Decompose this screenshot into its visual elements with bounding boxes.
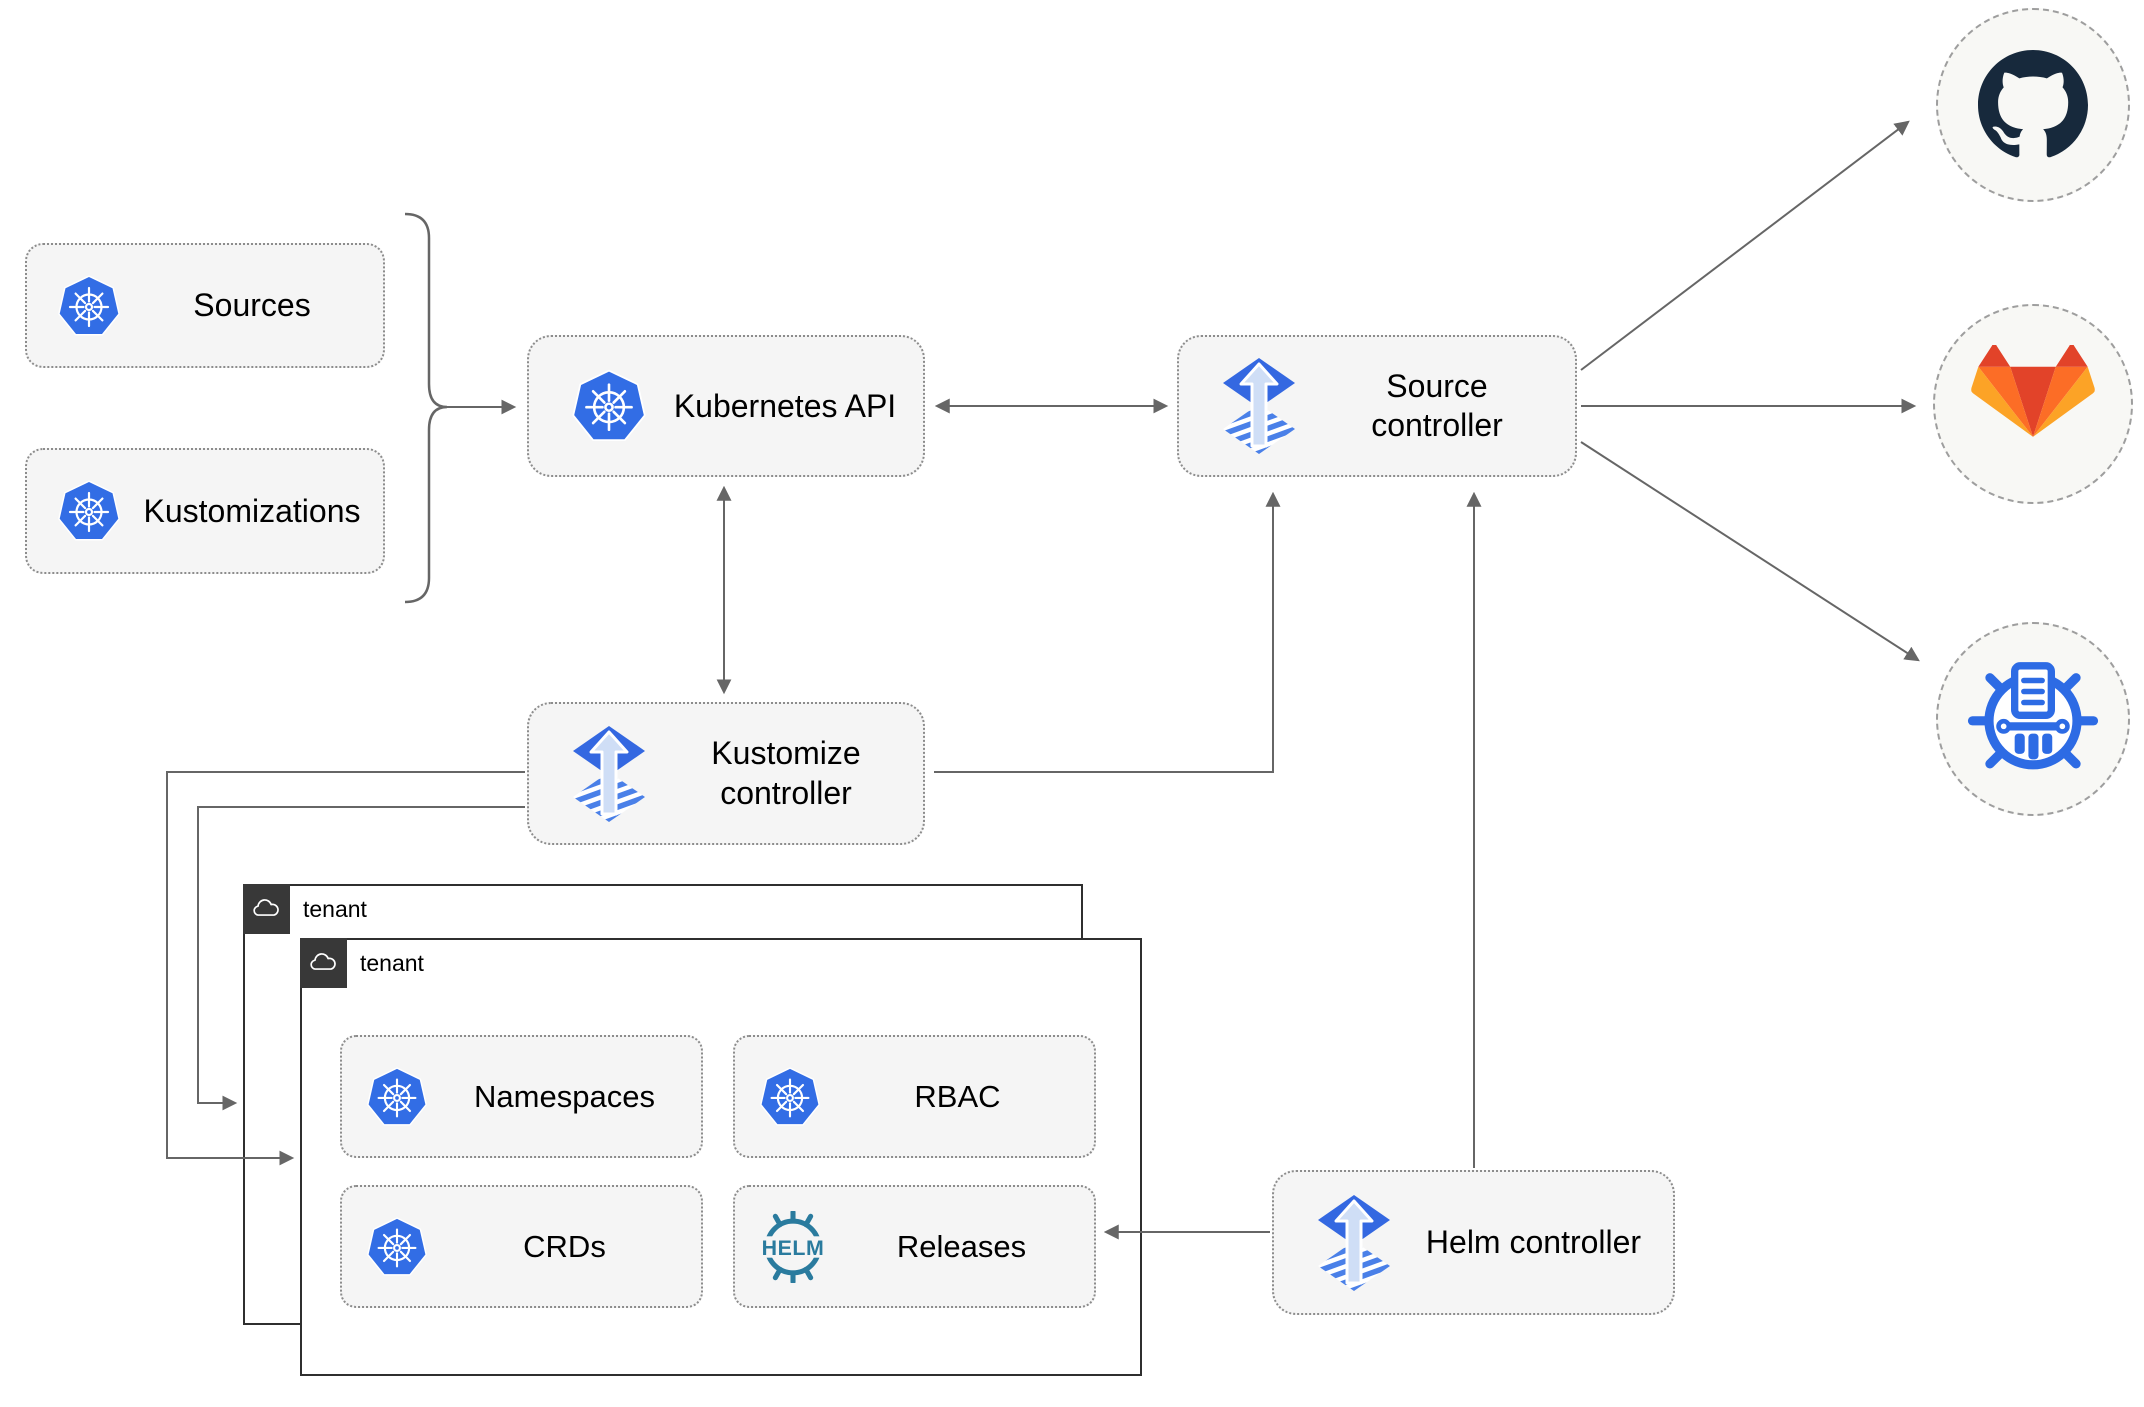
cloud-icon xyxy=(251,897,281,920)
node-releases: HELM Releases xyxy=(733,1185,1096,1308)
helm-logo-text: HELM xyxy=(762,1235,825,1259)
node-releases-label: Releases xyxy=(896,1228,1027,1264)
satellite-gitlab xyxy=(1933,304,2133,504)
node-source-controller: Source controller xyxy=(1177,335,1577,477)
node-helm-controller-text: Helm controller xyxy=(1425,1223,1642,1260)
helm-icon: HELM xyxy=(758,1210,828,1283)
node-source-controller-text: Source controller xyxy=(1371,367,1503,443)
node-helm-controller: Helm controller xyxy=(1272,1170,1675,1315)
kubernetes-icon xyxy=(57,274,121,338)
node-kustomizations: Kustomizations xyxy=(25,448,385,574)
flux-icon xyxy=(569,724,649,824)
github-octocat-icon xyxy=(1977,50,2089,160)
kubernetes-icon xyxy=(571,368,647,444)
satellite-harbor xyxy=(1936,622,2130,816)
node-source-controller-label: Source controller xyxy=(1299,367,1575,445)
kubernetes-icon xyxy=(366,1066,428,1128)
gitlab-fox-icon xyxy=(1971,345,2095,463)
cloud-tag xyxy=(299,937,347,988)
node-sources-label: Sources xyxy=(193,287,311,323)
node-kustomize-controller-text: Kustomize controller xyxy=(711,735,861,811)
arrow-kustomize-to-source xyxy=(934,491,1281,773)
kubernetes-icon xyxy=(57,479,121,543)
arrow-source-to-github xyxy=(1580,120,1910,371)
node-rbac-label: RBAC xyxy=(914,1078,1001,1114)
cloud-icon xyxy=(308,951,338,974)
node-helm-controller-label: Helm controller xyxy=(1394,1223,1673,1262)
tenant-back-label: tenant xyxy=(303,896,367,922)
arrow-source-to-harbor xyxy=(1580,441,1920,662)
node-kustomize-controller-label: Kustomize controller xyxy=(649,734,923,812)
kubernetes-icon xyxy=(366,1216,428,1278)
node-kustomize-controller: Kustomize controller xyxy=(527,702,925,845)
node-crds-label: CRDs xyxy=(523,1228,606,1264)
node-kustomizations-label: Kustomizations xyxy=(143,492,361,529)
bracket-sources-group xyxy=(404,212,448,604)
node-kubernetes-api: Kubernetes API xyxy=(527,335,925,477)
node-sources: Sources xyxy=(25,243,385,368)
kubernetes-icon xyxy=(759,1066,821,1128)
satellite-github xyxy=(1936,8,2130,202)
harbor-registry-icon xyxy=(1967,653,2099,785)
node-kubernetes-api-label: Kubernetes API xyxy=(673,387,897,424)
flux-icon xyxy=(1314,1193,1394,1293)
node-crds: CRDs xyxy=(340,1185,703,1308)
node-namespaces-label: Namespaces xyxy=(474,1078,655,1114)
flux-icon xyxy=(1219,356,1299,456)
node-rbac: RBAC xyxy=(733,1035,1096,1158)
node-namespaces: Namespaces xyxy=(340,1035,703,1158)
tenant-front-label: tenant xyxy=(360,950,424,976)
cloud-tag xyxy=(242,883,290,934)
